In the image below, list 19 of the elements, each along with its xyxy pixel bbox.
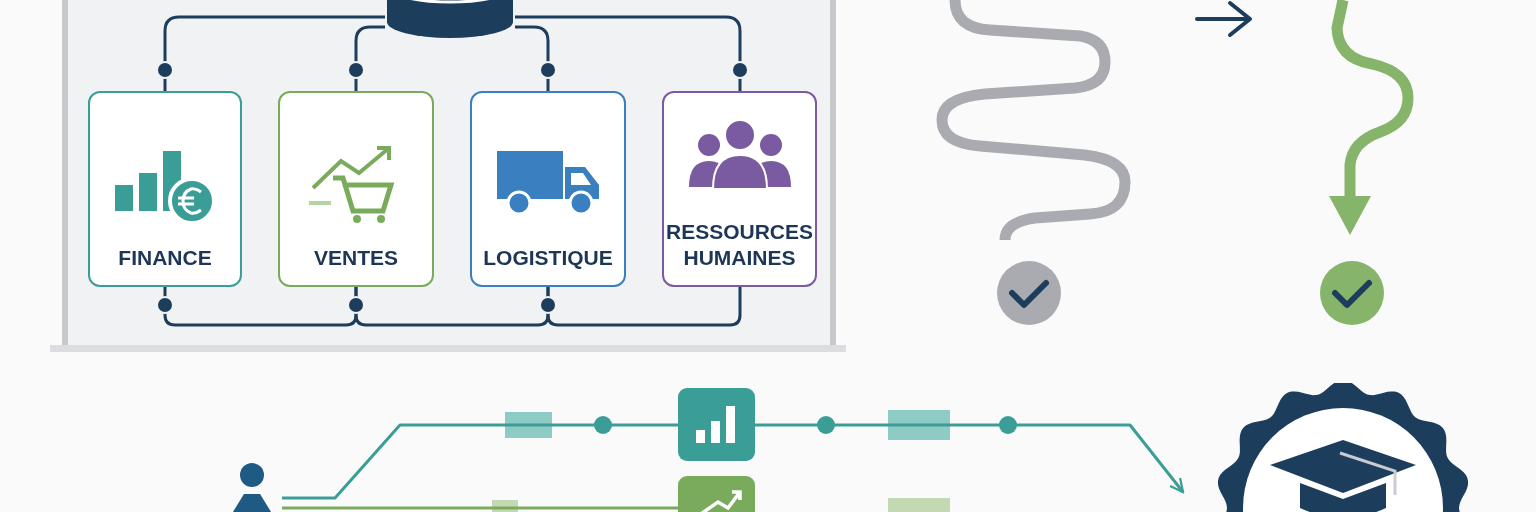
module-card	[470, 91, 626, 287]
chart-tile	[678, 388, 755, 461]
connector	[347, 287, 550, 327]
connector	[347, 25, 385, 91]
module-card	[88, 91, 242, 287]
module-label: RESSOURCES HUMAINES	[665, 219, 814, 271]
connector	[282, 423, 678, 500]
module-label: LOGISTIQUE	[483, 245, 613, 271]
module-label: FINANCE	[118, 245, 212, 271]
connector	[156, 287, 358, 327]
connector	[539, 287, 742, 327]
module-card	[278, 91, 434, 287]
module-card	[662, 91, 817, 287]
connector	[755, 423, 1185, 494]
connector	[282, 506, 678, 510]
connector	[515, 25, 557, 91]
connector	[515, 15, 749, 91]
connector	[156, 15, 385, 91]
module-label: VENTES	[314, 245, 398, 271]
